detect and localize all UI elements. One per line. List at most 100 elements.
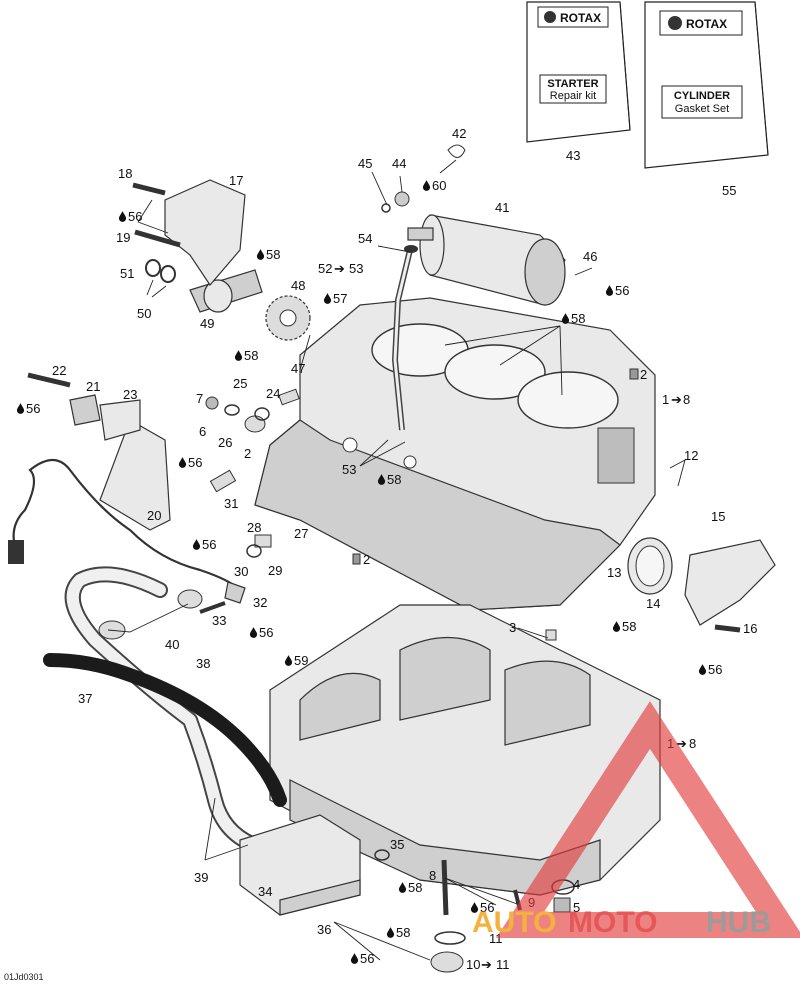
fitting-24[interactable] <box>278 388 300 406</box>
kit-brand: ROTAX <box>686 17 727 31</box>
callout: 56 <box>202 537 216 552</box>
oil-drop-icon <box>605 285 614 296</box>
callout: 19 <box>116 230 130 245</box>
arrow-right-icon: ➔ <box>671 392 682 407</box>
o-ring-35[interactable] <box>374 849 390 861</box>
callout: 58 <box>396 925 410 940</box>
drain-plug-10[interactable] <box>430 951 464 973</box>
arrow-right-icon: ➔ <box>481 957 492 972</box>
callout: 18 <box>118 166 132 181</box>
rubber-hose[interactable] <box>43 653 287 807</box>
washer-50[interactable] <box>160 265 176 283</box>
watermark-text: MOTO <box>568 906 657 939</box>
callout: 44 <box>392 156 406 171</box>
callout: 40 <box>165 637 179 652</box>
callout: 5 <box>573 900 580 915</box>
drawing-code: 01Jd0301 <box>4 972 44 982</box>
watermark-logo: AUTO MOTO HUB <box>472 701 800 939</box>
callout: 34 <box>258 884 272 899</box>
o-ring-25[interactable] <box>254 407 270 421</box>
callout: 57 <box>333 291 347 306</box>
cylinder-gasket-set[interactable]: ROTAX CYLINDER Gasket Set <box>644 1 769 169</box>
callout: 2 <box>640 367 647 382</box>
rotax-logo-icon <box>544 11 556 23</box>
callout: 58 <box>408 880 422 895</box>
o-ring-11[interactable] <box>434 931 466 945</box>
wire-connector[interactable] <box>8 540 24 564</box>
arrow-right-icon: ➔ <box>676 736 687 751</box>
callout: 58 <box>244 348 258 363</box>
starter-bracket[interactable] <box>164 179 246 286</box>
callout: 31 <box>224 496 238 511</box>
callout: 37 <box>78 691 92 706</box>
washer-51[interactable] <box>145 259 161 277</box>
bolt-16[interactable] <box>714 624 741 633</box>
plug-7[interactable] <box>205 396 219 410</box>
o-ring-42[interactable] <box>447 144 466 158</box>
kit-title: CYLINDER <box>674 90 730 102</box>
retaining-ring[interactable] <box>381 203 391 213</box>
callout: 20 <box>147 508 161 523</box>
callout: 3 <box>509 620 516 635</box>
part-26[interactable] <box>244 415 266 433</box>
o-ring-6[interactable] <box>224 404 240 416</box>
callout: 8 <box>689 736 696 751</box>
clip-21[interactable] <box>69 394 101 426</box>
starter-repair-kit[interactable]: ROTAX STARTER Repair kit <box>526 1 631 143</box>
callout: 56 <box>26 401 40 416</box>
pinion-gear[interactable] <box>394 191 410 207</box>
callout: 46 <box>583 249 597 264</box>
cylinder-fins <box>597 427 635 484</box>
kit-brand: ROTAX <box>560 11 601 25</box>
callout: 47 <box>291 361 305 376</box>
callout: 56 <box>360 951 374 966</box>
bolt-8[interactable] <box>441 859 449 916</box>
oil-drop-icon <box>256 249 265 260</box>
callout: 56 <box>259 625 273 640</box>
callout: 56 <box>615 283 629 298</box>
callout: 56 <box>128 209 142 224</box>
callout: 12 <box>684 448 698 463</box>
sensor-31[interactable] <box>209 469 237 493</box>
bolt-33[interactable] <box>199 601 226 614</box>
bolt-22[interactable] <box>27 372 71 388</box>
oil-drop-icon <box>178 457 187 468</box>
cover-14[interactable] <box>627 537 673 595</box>
arrow-right-icon: ➔ <box>334 261 345 276</box>
bolt-19[interactable] <box>134 229 181 248</box>
dipstick-cap[interactable] <box>404 245 418 253</box>
starter-motor[interactable] <box>407 214 566 306</box>
callout: 2 <box>363 552 370 567</box>
dowel-pin <box>352 553 361 565</box>
callouts: 18 17 56 19 58 51 50 49 48 45 44 42 60 4… <box>16 126 757 972</box>
kit-subtitle: Repair kit <box>550 90 596 102</box>
drive-gear[interactable] <box>265 295 311 341</box>
oil-drop-icon <box>422 180 431 191</box>
bolt-18[interactable] <box>132 182 166 196</box>
sensor-3[interactable] <box>545 629 557 641</box>
sensor-32[interactable] <box>224 581 246 604</box>
dowel-pin <box>629 368 639 380</box>
callout: 25 <box>233 376 247 391</box>
callout: 56 <box>708 662 722 677</box>
callout: 13 <box>607 565 621 580</box>
callout: 33 <box>212 613 226 628</box>
oil-drop-icon <box>118 211 127 222</box>
starter-drive-shaft[interactable] <box>189 269 263 313</box>
callout: 56 <box>188 455 202 470</box>
oil-cooler[interactable] <box>239 814 361 916</box>
callout: 32 <box>253 595 267 610</box>
callout: 22 <box>52 363 66 378</box>
oil-drop-icon <box>192 539 201 550</box>
clamp-23[interactable] <box>99 399 141 441</box>
sensor-wire[interactable] <box>12 458 241 591</box>
o-ring-29[interactable] <box>246 544 262 558</box>
thermostat-housing[interactable] <box>684 539 776 626</box>
hose-clamp-40a[interactable] <box>177 589 203 609</box>
callout: 10 <box>466 957 480 972</box>
cylinder-block[interactable] <box>254 297 656 611</box>
callout: 54 <box>358 231 372 246</box>
callout: 51 <box>120 266 134 281</box>
part-28[interactable] <box>254 534 272 548</box>
callout: 1 <box>662 392 669 407</box>
